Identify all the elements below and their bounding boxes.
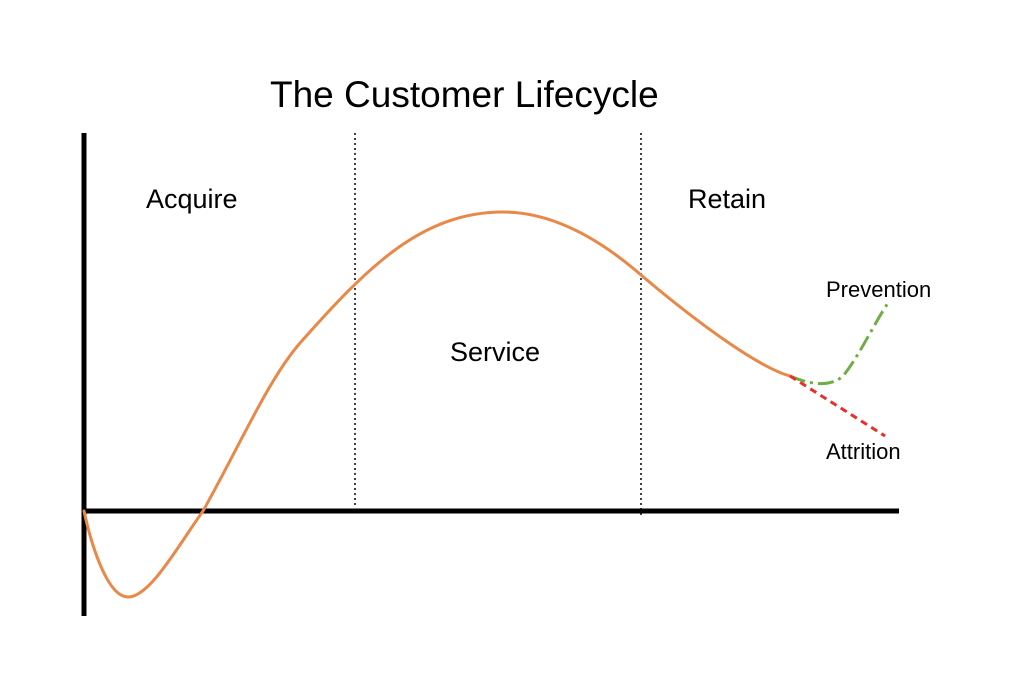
attrition-line: [789, 374, 886, 438]
outcome-label-prevention: Prevention: [826, 277, 932, 302]
stage-label-service: Service: [450, 337, 541, 367]
diagram-title: The Customer Lifecycle: [270, 74, 659, 115]
stage-label-acquire: Acquire: [146, 184, 238, 214]
prevention-line: [789, 302, 890, 385]
lifecycle-curve: [82, 210, 792, 599]
outcome-label-attrition: Attrition: [826, 439, 901, 464]
stage-label-retain: Retain: [688, 184, 767, 214]
